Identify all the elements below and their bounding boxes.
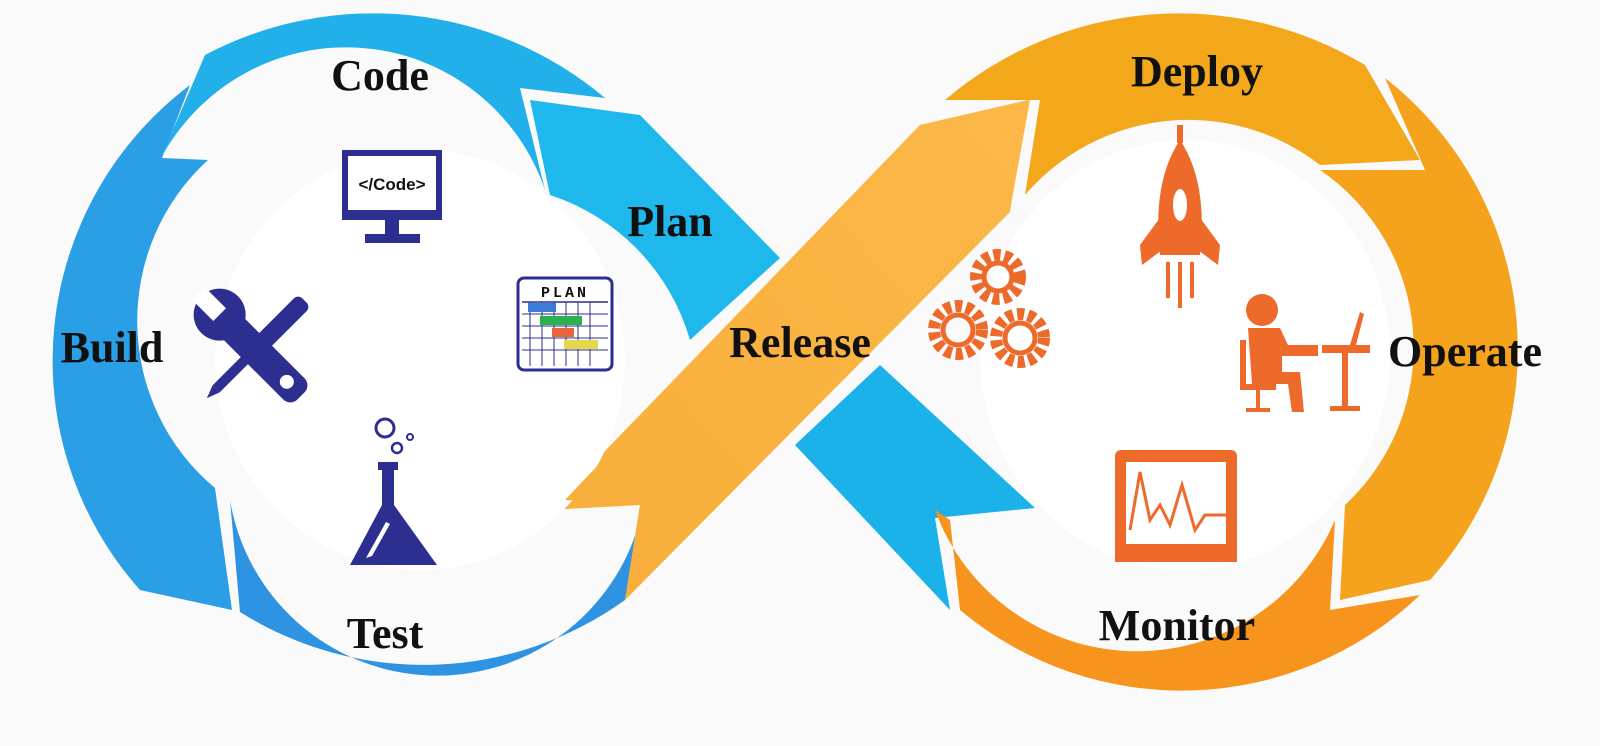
right-loop-hole <box>980 140 1390 570</box>
stage-label-release: Release <box>729 318 871 367</box>
stage-label-plan: Plan <box>627 197 713 246</box>
stage-label-build: Build <box>61 323 164 372</box>
monitor-segment <box>935 510 1420 691</box>
plan-segment <box>530 100 780 340</box>
stage-label-test: Test <box>347 609 424 658</box>
plan-sheet-icon: PLAN <box>516 276 614 372</box>
tools-icon <box>192 287 309 403</box>
left-loop-hole <box>215 150 625 570</box>
graph-monitor-icon <box>1115 450 1237 562</box>
stage-label-operate: Operate <box>1388 327 1542 376</box>
code-monitor-text: </Code> <box>358 175 425 194</box>
right-loop <box>935 13 1518 691</box>
left-loop <box>52 13 1035 676</box>
stage-label-deploy: Deploy <box>1131 47 1263 96</box>
deploy-segment <box>945 13 1420 195</box>
gears-icon <box>928 249 1050 368</box>
operator-icon <box>1240 294 1370 412</box>
stage-label-code: Code <box>331 51 429 100</box>
code-segment <box>160 13 605 191</box>
code-monitor-icon: </Code> <box>342 150 442 243</box>
operate-segment <box>1320 78 1518 600</box>
stage-label-monitor: Monitor <box>1099 601 1255 650</box>
rocket-icon <box>1140 125 1220 308</box>
flask-icon <box>350 417 437 565</box>
crossing-blue-tail <box>795 365 1035 610</box>
release-band-front <box>565 100 1028 600</box>
plan-sheet-text: PLAN <box>541 285 589 302</box>
build-segment <box>52 85 232 610</box>
